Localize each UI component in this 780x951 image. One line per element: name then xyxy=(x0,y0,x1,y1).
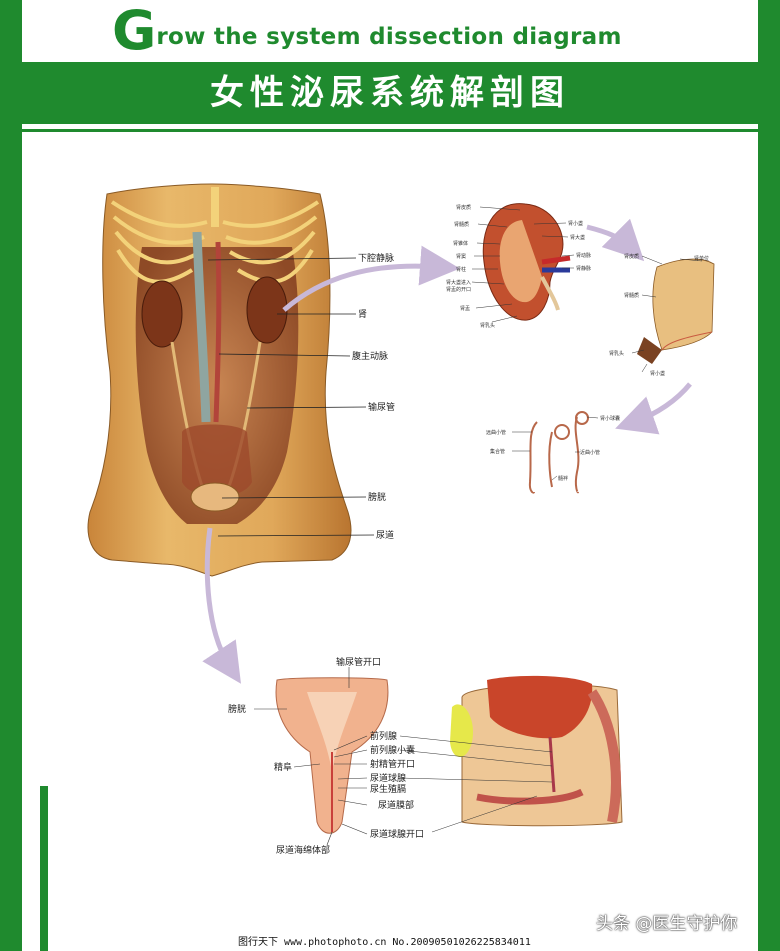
right-green-frame xyxy=(758,0,780,951)
ne-corpuscle: 肾小球囊 xyxy=(600,415,620,422)
header-divider xyxy=(22,129,758,132)
decorative-side-bar xyxy=(40,786,48,951)
ks-pyramid: 肾锥体 xyxy=(453,240,468,247)
bladder-shape xyxy=(190,482,240,512)
ne-distal: 远曲小管 xyxy=(486,429,506,436)
nephron-drawing xyxy=(528,411,589,494)
title-band: 女性泌尿系统解剖图 xyxy=(22,62,758,124)
pyramid-leaders xyxy=(631,255,703,373)
watermark: 头条 @医生守护你 xyxy=(596,914,738,934)
pyramid-section xyxy=(637,258,715,364)
bf-prostatic-utricle: 前列腺小囊 xyxy=(370,744,415,756)
label-urethra: 尿道 xyxy=(376,529,394,541)
ks-column: 肾柱 xyxy=(456,266,466,273)
flow-arrows xyxy=(202,218,692,684)
label-ivc: 下腔静脉 xyxy=(358,252,394,264)
footer-credit: 图行天下 www.photophoto.cn No.20090501026225… xyxy=(238,933,531,948)
py-renal-unit: 肾单位 xyxy=(694,255,709,262)
kidney-section-leaders xyxy=(471,206,575,323)
label-aorta: 腹主动脉 xyxy=(352,350,388,362)
bf-bulbourethral: 尿道球腺 xyxy=(370,772,406,784)
aorta-vessel xyxy=(213,241,222,423)
py-cortex: 肾皮质 xyxy=(624,253,639,260)
torso-leaders xyxy=(207,257,375,537)
nephron-leaders xyxy=(512,416,599,481)
chinese-title: 女性泌尿系统解剖图 xyxy=(210,73,570,113)
label-bladder: 膀胱 xyxy=(368,491,386,503)
bf-ejaculatory: 射精管开口 xyxy=(370,758,415,770)
uterus-shape xyxy=(182,424,252,497)
py-papilla: 肾乳头 xyxy=(609,350,624,357)
ks-medulla: 肾髓质 xyxy=(454,221,469,228)
english-title-initial: G xyxy=(112,0,157,62)
kidney-section xyxy=(482,203,571,321)
ne-loop: 髓袢 xyxy=(558,475,568,482)
ks-papilla: 肾乳头 xyxy=(480,322,495,329)
ne-collecting: 集合管 xyxy=(490,448,505,455)
bf-urogenital: 尿生殖膈 xyxy=(370,783,406,795)
bf-bulbourethral-opening: 尿道球腺开口 xyxy=(370,828,424,840)
label-ureter: 输尿管 xyxy=(368,401,395,413)
ks-minor-calyx: 肾小盏 xyxy=(568,220,583,227)
bladder-front-leaders xyxy=(254,667,368,846)
right-kidney-shape xyxy=(246,276,288,344)
label-kidney: 肾 xyxy=(358,309,367,320)
bf-spongy: 尿道海绵体部 xyxy=(276,844,330,856)
ks-renal-artery: 肾动脉 xyxy=(576,252,591,259)
ks-major-calyx: 肾大盏 xyxy=(570,234,585,241)
ivc-vessel xyxy=(192,231,211,423)
ks-pelvis: 肾盂 xyxy=(460,305,470,312)
english-title-rest: row the system dissection diagram xyxy=(156,24,622,50)
py-minor-calyx: 肾小盏 xyxy=(650,370,665,377)
left-green-frame xyxy=(0,0,22,951)
english-title: Grow the system dissection diagram xyxy=(112,2,622,60)
bladder-front-section xyxy=(275,677,389,834)
header-top xyxy=(22,0,758,62)
bf-ureter-opening: 输尿管开口 xyxy=(336,656,381,668)
bf-bladder: 膀胱 xyxy=(228,703,246,715)
bf-membranous: 尿道膜部 xyxy=(378,799,414,811)
py-medulla: 肾髓质 xyxy=(624,292,639,299)
sagittal-leaders xyxy=(399,735,553,833)
ks-sinus: 肾窦 xyxy=(456,253,466,260)
bf-prostate: 前列腺 xyxy=(370,730,397,742)
ne-proximal: 近曲小管 xyxy=(580,449,600,456)
anatomy-diagram: 下腔静脉 肾 腹主动脉 输尿管 膀胱 尿道 肾皮质 肾髓质 肾锥体 肾窦 肾柱 … xyxy=(87,183,715,856)
left-kidney-shape xyxy=(141,280,183,348)
ks-pelvis-opening: 肾盂的开口 xyxy=(446,286,471,293)
ks-renal-vein: 肾静脉 xyxy=(576,265,591,272)
bf-spermatic: 精阜 xyxy=(274,761,292,773)
sagittal-section xyxy=(450,675,623,827)
ks-cortex: 肾皮质 xyxy=(456,204,471,211)
torso-illustration xyxy=(87,183,352,577)
ks-calyx-opening: 肾大盏进入 xyxy=(446,279,471,286)
